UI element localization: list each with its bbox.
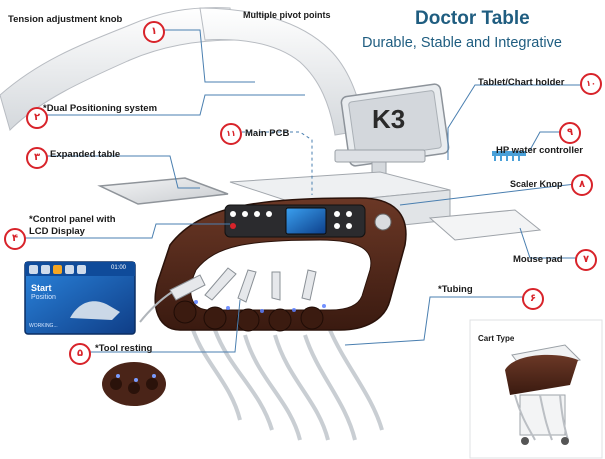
cart-type-thumbnail bbox=[469, 319, 603, 459]
page-subtitle: Durable, Stable and Integrative bbox=[362, 35, 562, 51]
tablet-logo: K3 bbox=[372, 104, 406, 134]
callout-7-label: Mouse pad bbox=[513, 254, 563, 265]
label-pivot-points: Multiple pivot points bbox=[243, 10, 331, 20]
callout-7-badge: ٧ bbox=[575, 249, 597, 271]
tablet-holder bbox=[334, 83, 450, 185]
callout-1-badge: ١ bbox=[143, 21, 165, 43]
callout-8-label: Scaler Knop bbox=[510, 179, 563, 189]
callout-10-label: Tablet/Chart holder bbox=[478, 77, 565, 88]
callout-5-badge: ۵ bbox=[69, 343, 91, 365]
cart-type-label: Cart Type bbox=[478, 334, 515, 343]
callout-10-badge: ١٠ bbox=[580, 73, 602, 95]
tool-resting-closeup bbox=[102, 362, 166, 406]
support-arm bbox=[0, 7, 366, 136]
mouse-pad bbox=[428, 209, 542, 241]
lcd-position: Position bbox=[31, 294, 56, 301]
callout-1-label: Tension adjustment knob bbox=[8, 14, 123, 25]
callout-4-label: *Control panel with LCD Display bbox=[29, 214, 116, 237]
callout-3-label: Expanded table bbox=[50, 149, 121, 160]
callout-11-label: Main PCB bbox=[245, 128, 290, 139]
callout-9-label: HP water controller bbox=[496, 145, 583, 156]
callout-9-badge: ٩ bbox=[559, 122, 581, 144]
lcd-screen-inset bbox=[24, 261, 136, 335]
water-controller-icon bbox=[492, 151, 526, 161]
callout-11-badge: ١١ bbox=[220, 123, 242, 145]
callout-6-badge: ۶ bbox=[522, 288, 544, 310]
page-title: Doctor Table bbox=[415, 8, 530, 29]
tubing bbox=[188, 319, 384, 441]
control-panel-body bbox=[154, 197, 407, 332]
callout-6-label: *Tubing bbox=[438, 284, 473, 295]
handpieces bbox=[139, 267, 317, 323]
callout-3-badge: ٣ bbox=[26, 147, 48, 169]
callout-8-badge: ٨ bbox=[571, 174, 593, 196]
callout-2-label: *Dual Positioning system bbox=[43, 103, 158, 114]
callout-leader-lines bbox=[22, 29, 586, 353]
callout-5-label: *Tool resting bbox=[95, 343, 153, 354]
callout-2-badge: ٢ bbox=[26, 107, 48, 129]
callout-4-badge: ۴ bbox=[4, 228, 26, 250]
lcd-status: WORKING... bbox=[29, 323, 58, 329]
lcd-start: Start bbox=[31, 283, 52, 293]
lcd-time: 01:00 bbox=[111, 265, 127, 271]
